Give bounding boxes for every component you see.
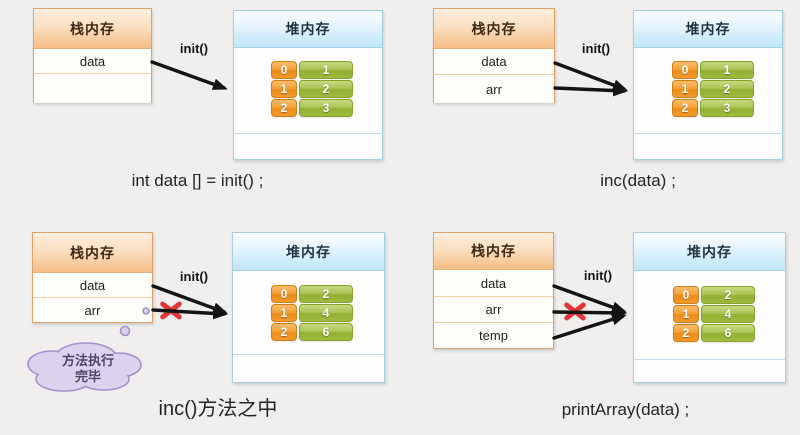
thought-bubble-medium-icon [119,325,131,337]
heap-memory-box: 堆内存 0 2 1 4 2 6 [232,232,385,383]
array-value-cell: 2 [700,80,754,98]
array-value-cell: 4 [701,305,755,323]
heap-memory-box: 堆内存 0 1 1 2 2 3 [633,10,783,160]
array-table: 0 2 1 4 2 6 [673,286,755,343]
heap-memory-title: 堆内存 [634,233,785,271]
array-table: 0 1 1 2 2 3 [672,61,754,118]
broken-reference-x-icon [563,299,587,323]
array-index-cell: 1 [271,80,297,98]
array-value-cell: 2 [299,285,353,303]
stack-variable-arr: arr [434,75,554,103]
heap-memory-box: 堆内存 0 2 1 4 2 6 [633,232,786,383]
arrow-data-to-heap [553,61,628,91]
array-index-cell: 2 [672,99,698,117]
array-table: 0 1 1 2 2 3 [271,61,353,118]
array-row: 2 3 [271,99,353,117]
array-row: 0 1 [672,61,754,79]
stack-memory-box: 栈内存 data arr [32,232,153,323]
array-index-cell: 2 [673,324,699,342]
broken-reference-x-icon [159,298,183,322]
panel-caption: printArray(data) ; [561,400,690,419]
array-index-cell: 2 [271,99,297,117]
panel-caption: inc(data) ; [600,171,676,190]
array-index-cell: 0 [672,61,698,79]
stack-memory-title: 栈内存 [33,233,152,273]
stack-variable-data: data [33,273,152,298]
heap-memory-title: 堆内存 [233,233,384,271]
array-row: 0 2 [673,286,755,304]
stack-memory-title: 栈内存 [434,233,553,270]
heap-divider-line [634,133,782,134]
stack-row-empty [34,74,151,103]
cloud-line-2: 完毕 [74,369,101,384]
heap-divider-line [233,354,384,355]
stack-variable-arr: arr [33,298,152,322]
array-index-cell: 0 [271,61,297,79]
stack-variable-data: data [434,270,553,297]
cloud-line-1: 方法执行 [61,353,114,368]
stack-variable-arr: arr [434,297,553,323]
stack-variable-data: data [434,49,554,75]
array-value-cell: 2 [299,80,353,98]
stack-variable-temp: temp [434,323,553,348]
array-row: 2 6 [271,323,353,341]
array-index-cell: 1 [672,80,698,98]
array-row: 2 6 [673,324,755,342]
arrow-label-init: init() [179,269,209,284]
thought-cloud-text: 方法执行 完毕 [46,353,130,385]
heap-divider-line [234,133,382,134]
array-value-cell: 1 [700,61,754,79]
array-value-cell: 6 [701,324,755,342]
heap-divider-line [634,359,785,360]
stack-variable-data: data [34,49,151,74]
array-value-cell: 3 [700,99,754,117]
arrow-data-to-heap [150,60,228,90]
array-row: 1 2 [672,80,754,98]
stack-memory-box: 栈内存 data arr [433,8,555,103]
array-index-cell: 0 [673,286,699,304]
array-row: 1 4 [271,304,353,322]
array-value-cell: 6 [299,323,353,341]
arrow-arr-to-heap [553,84,629,97]
array-value-cell: 4 [299,304,353,322]
array-row: 1 2 [271,80,353,98]
panel-caption: int data [] = init() ; [131,171,264,190]
array-index-cell: 0 [271,285,297,303]
stack-memory-box: 栈内存 data [33,8,152,103]
stack-memory-title: 栈内存 [34,9,151,49]
array-index-cell: 1 [673,305,699,323]
array-row: 2 3 [672,99,754,117]
heap-memory-title: 堆内存 [634,11,782,48]
array-index-cell: 2 [271,323,297,341]
arrow-label-init: init() [581,41,611,56]
array-row: 0 1 [271,61,353,79]
heap-memory-box: 堆内存 0 1 1 2 2 3 [233,10,383,160]
stack-memory-box: 栈内存 data arr temp [433,232,554,349]
array-value-cell: 1 [299,61,353,79]
array-row: 0 2 [271,285,353,303]
panel-caption: inc()方法之中 [158,398,278,420]
array-row: 1 4 [673,305,755,323]
heap-memory-title: 堆内存 [234,11,382,48]
array-value-cell: 2 [701,286,755,304]
array-value-cell: 3 [299,99,353,117]
stack-memory-title: 栈内存 [434,9,554,49]
arrow-label-init: init() [179,41,209,56]
array-index-cell: 1 [271,304,297,322]
array-table: 0 2 1 4 2 6 [271,285,353,342]
arrow-label-init: init() [583,268,613,283]
